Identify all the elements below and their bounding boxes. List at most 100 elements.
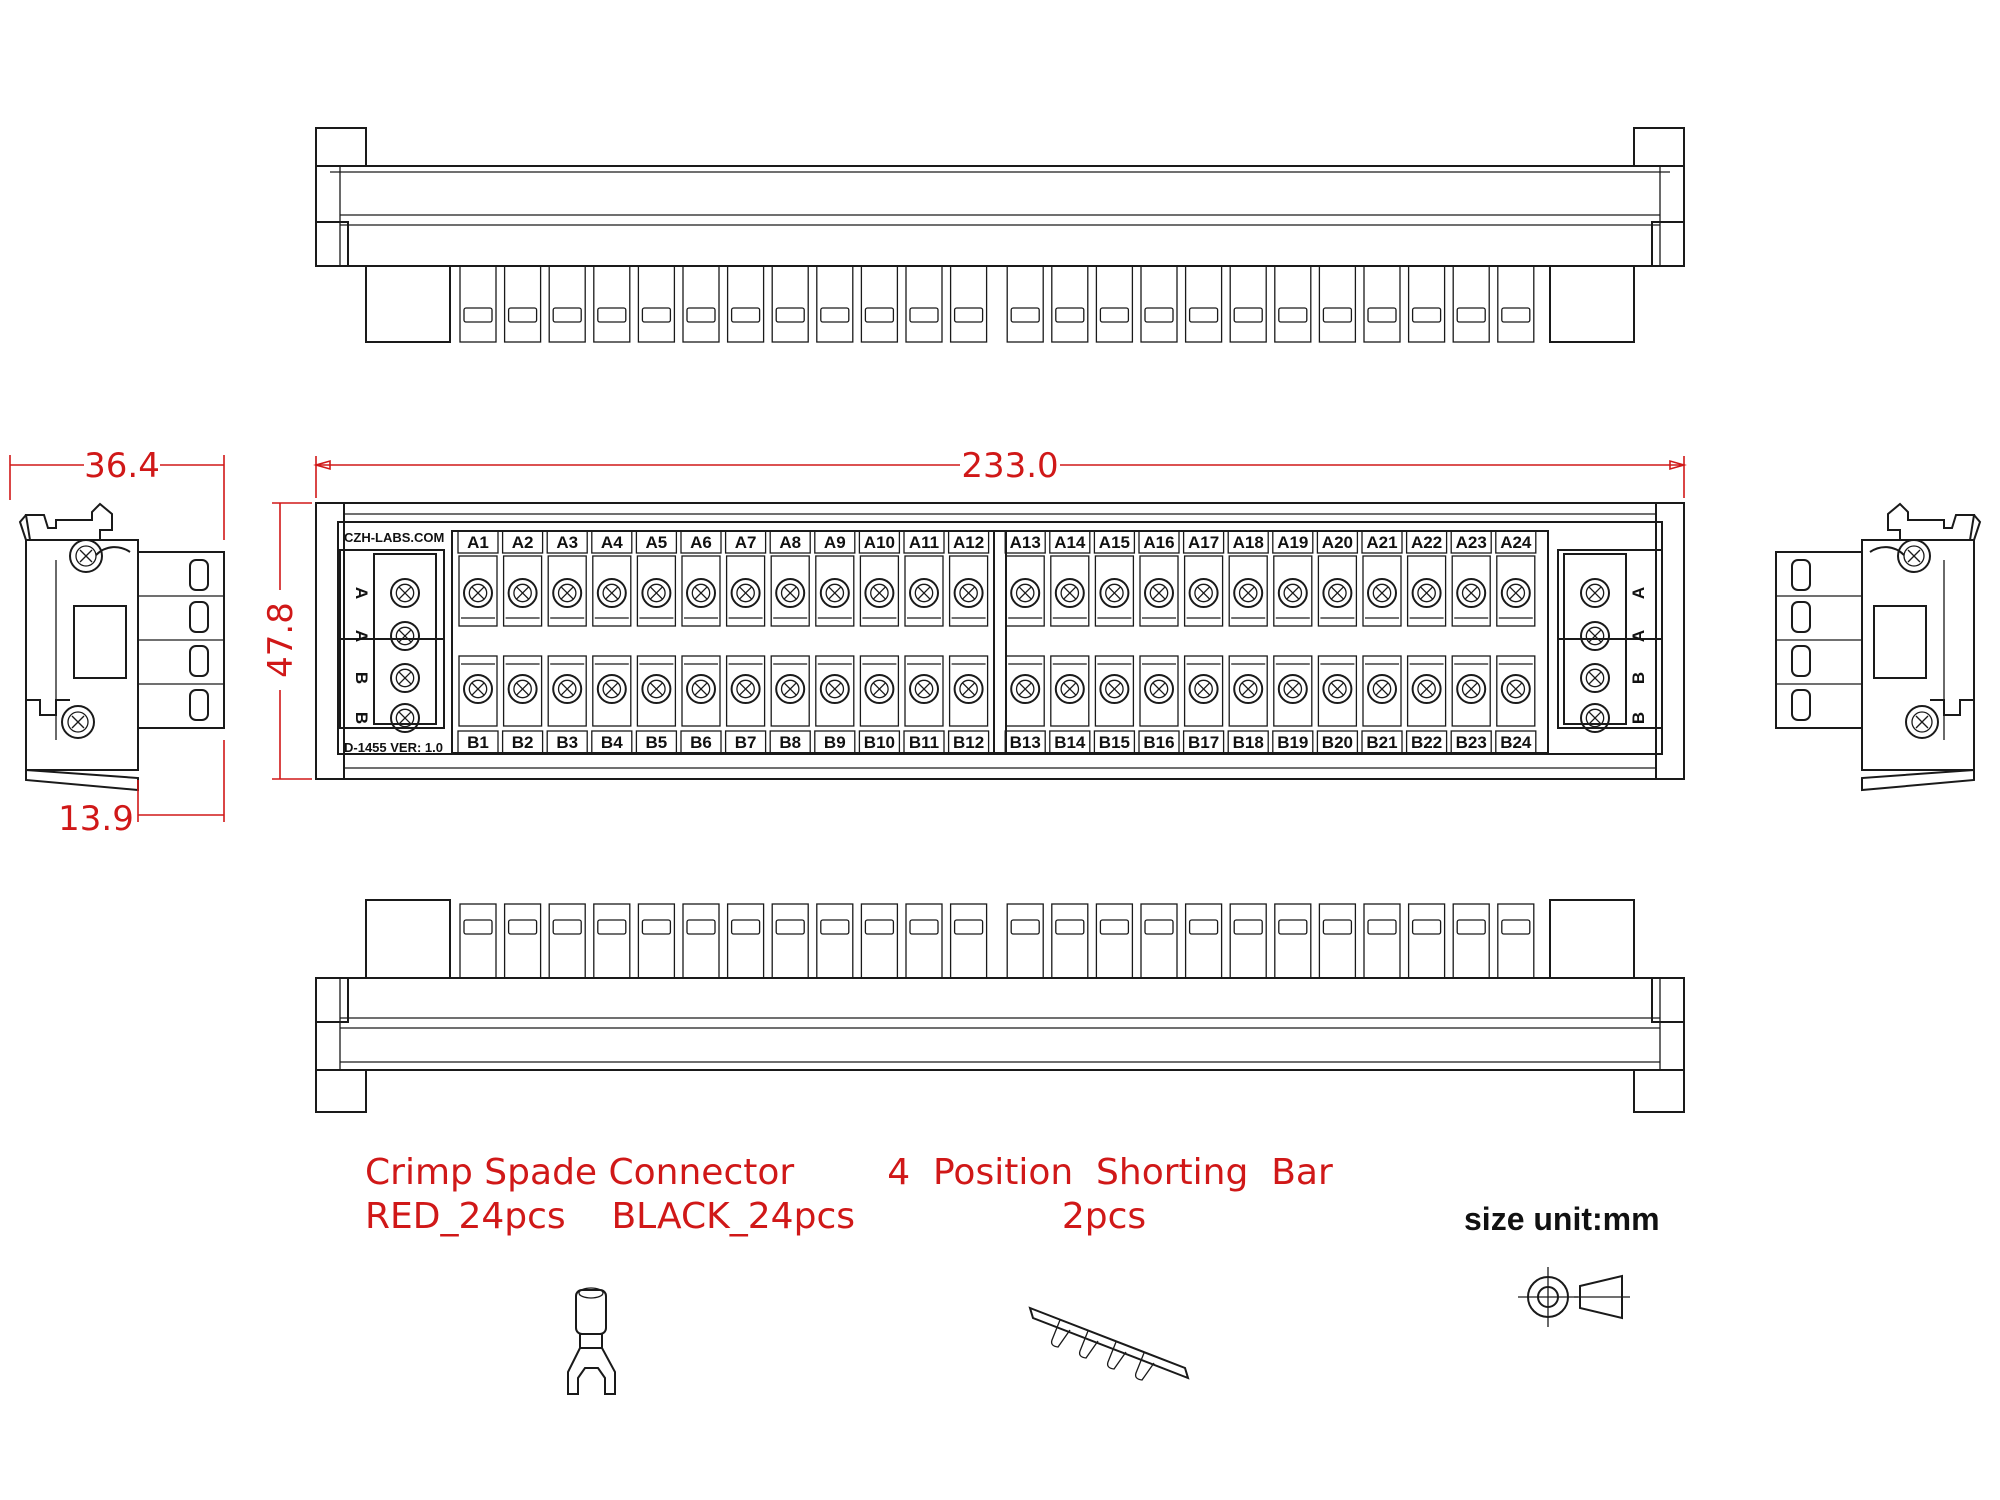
bottom-terminal-screw-icon: [1322, 674, 1353, 704]
left-bus-screw-icon: [390, 703, 420, 733]
bottom-view: [315, 899, 1685, 1113]
right-bus-label: A: [1629, 587, 1648, 599]
bottom-terminal-screw-icon: [1456, 674, 1487, 704]
left-bus-screw-icon: [390, 621, 420, 651]
top-view-fin: [816, 265, 854, 343]
bottom-view-fin: [1274, 903, 1312, 979]
top-terminal-label: A2: [512, 533, 534, 552]
top-terminal-label: A17: [1188, 533, 1219, 552]
bottom-view-fin: [1318, 903, 1357, 979]
top-terminal-label: A7: [735, 533, 757, 552]
top-terminal-screw-icon: [1322, 578, 1353, 608]
top-terminal-label: A6: [690, 533, 712, 552]
top-terminal-screw-icon: [864, 578, 895, 608]
left-bus-screw-icon: [390, 663, 420, 693]
bottom-terminal-label: B20: [1322, 733, 1353, 752]
dimension-annotations: 233.0 47.8 36.4 13.9: [9, 446, 1687, 839]
top-terminal-label: A11: [909, 533, 939, 552]
bottom-view-fin: [1006, 903, 1044, 979]
bottom-terminal-screw-icon: [686, 674, 716, 704]
top-terminal-label: A5: [646, 533, 668, 552]
top-view-fin: [1051, 265, 1089, 343]
bottom-terminal-label: B1: [467, 733, 489, 752]
bottom-view-fin: [682, 903, 720, 979]
bottom-view-fin: [860, 903, 899, 979]
bottom-terminal-label: B21: [1366, 733, 1397, 752]
top-view-fin: [949, 265, 988, 343]
bottom-terminal-label: B3: [556, 733, 578, 752]
shorting-bar-qty: 2pcs: [1062, 1196, 1146, 1237]
top-terminal-label: A20: [1322, 533, 1353, 552]
bottom-terminal-screw-icon: [1188, 674, 1219, 704]
bottom-view-fin: [1497, 903, 1535, 979]
top-terminal-screw-icon: [641, 578, 672, 608]
bottom-terminal-label: B8: [779, 733, 801, 752]
top-view-fin: [548, 265, 586, 343]
top-terminal-screw-icon: [1144, 578, 1174, 608]
bottom-view-fin: [1051, 903, 1089, 979]
top-terminal-label: A16: [1143, 533, 1174, 552]
bottom-terminal-screw-icon: [864, 674, 895, 704]
top-terminal-screw-icon: [953, 578, 984, 608]
bottom-view-fin: [459, 903, 497, 979]
bottom-view-fin: [593, 903, 631, 979]
top-view-fin: [1363, 265, 1401, 343]
left-bus-screw-icon: [390, 578, 420, 608]
bottom-view-fin: [949, 903, 988, 979]
bottom-terminal-label: B5: [646, 733, 668, 752]
bottom-terminal-label: B12: [953, 733, 984, 752]
bottom-view-fin: [1407, 903, 1446, 979]
bottom-view-fin: [503, 903, 542, 979]
top-view: [315, 127, 1685, 343]
top-terminal-screw-icon: [552, 578, 583, 608]
bottom-terminal-screw-icon: [953, 674, 984, 704]
bottom-view-fin: [548, 903, 586, 979]
bottom-terminal-label: B4: [601, 733, 623, 752]
bottom-terminal-screw-icon: [1277, 674, 1308, 704]
bottom-terminal-screw-icon: [775, 674, 806, 704]
bottom-terminal-label: B14: [1054, 733, 1086, 752]
top-terminal-label: A4: [601, 533, 623, 552]
top-view-fin: [1407, 265, 1446, 343]
top-terminal-screw-icon: [819, 578, 850, 608]
top-view-fin: [1497, 265, 1535, 343]
top-terminal-label: A13: [1010, 533, 1041, 552]
bottom-terminal-screw-icon: [1233, 674, 1264, 704]
top-terminal-screw-icon: [507, 578, 538, 608]
size-unit-note: size unit:mm: [1464, 1201, 1660, 1237]
dim-depth: 36.4: [84, 446, 160, 486]
top-terminal-screw-icon: [1367, 578, 1397, 608]
bottom-view-fin: [1229, 903, 1267, 979]
top-terminal-screw-icon: [775, 578, 806, 608]
spade-connector-icon: [567, 1287, 616, 1395]
bottom-terminal-screw-icon: [1010, 674, 1041, 704]
top-terminal-label: A18: [1233, 533, 1264, 552]
bottom-view-fin: [1184, 903, 1223, 979]
top-view-fin: [771, 265, 809, 343]
bottom-terminal-label: B11: [909, 733, 939, 752]
bottom-terminal-screw-icon: [1099, 674, 1130, 704]
bottom-terminal-screw-icon: [1500, 674, 1531, 704]
left-bus-label: B: [352, 672, 371, 684]
bottom-terminal-screw-icon: [463, 674, 493, 704]
top-view-fin: [1140, 265, 1178, 343]
shorting-bar-title: 4 Position Shorting Bar: [887, 1152, 1333, 1193]
right-side-view: [1775, 502, 1982, 792]
bottom-terminal-label: B7: [735, 733, 757, 752]
top-terminal-screw-icon: [463, 578, 493, 608]
